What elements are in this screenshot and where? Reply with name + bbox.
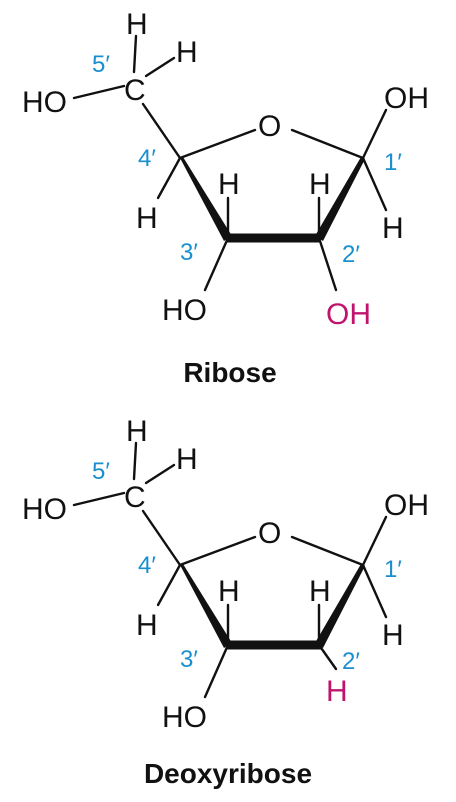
bond-c2-oh — [317, 236, 338, 292]
bond-c5-ho — [72, 84, 126, 100]
ribose-structure: H H C HO O OH H H H H HO OH 5′ 4′ 3′ 2′ … — [22, 8, 429, 388]
deoxyribose-c2-h-label: H — [309, 575, 331, 608]
bond-c2-h-bottom — [317, 643, 338, 671]
deoxyribose-c5-h-top-label: H — [126, 415, 148, 448]
deoxyribose-carbon-number-2: 2′ — [342, 648, 360, 675]
ribose-c5-h-right-label: H — [176, 36, 198, 69]
bond-c5-h-top — [132, 34, 138, 74]
bond-c3-oh — [203, 643, 230, 699]
bond-c4-h — [156, 156, 182, 200]
deoxyribose-c2-hydrogen-label: H — [326, 675, 348, 708]
ribose-c4-h-label: H — [136, 202, 158, 235]
bond-o-c1 — [290, 535, 365, 567]
deoxyribose-carbon-number-1: 1′ — [384, 556, 402, 583]
wedge-bond-c2-c1 — [315, 157, 365, 241]
deoxyribose-title: Deoxyribose — [144, 758, 312, 789]
deoxyribose-c5-carbon-label: C — [124, 481, 146, 514]
bond-c4-h — [156, 563, 182, 607]
bond-c5-c4 — [141, 509, 182, 567]
bond-c1-oh — [361, 515, 388, 567]
ribose-carbon-number-1: 1′ — [384, 149, 402, 176]
bond-c4-o — [178, 128, 257, 160]
ribose-carbon-number-4: 4′ — [138, 145, 156, 172]
deoxyribose-carbon-number-3: 3′ — [180, 646, 198, 673]
ribose-c2-h-label: H — [309, 168, 331, 201]
deoxyribose-carbon-number-4: 4′ — [138, 552, 156, 579]
deoxyribose-c5-h-right-label: H — [176, 443, 198, 476]
deoxyribose-ring-oxygen-label: O — [258, 517, 281, 550]
bond-c5-h-right — [144, 56, 176, 78]
ribose-carbon-number-3: 3′ — [180, 239, 198, 266]
wedge-bond-c4-c3 — [180, 157, 232, 241]
ribose-c5-hydroxyl-label: HO — [22, 86, 67, 119]
deoxyribose-c1-hydroxyl-label: OH — [384, 489, 429, 522]
bond-c1-h — [361, 156, 388, 212]
bond-o-c1 — [290, 128, 365, 160]
deoxyribose-structure: H H C HO O OH H H H H HO H 5′ 4′ 3′ 2′ 1… — [22, 415, 429, 789]
deoxyribose-c3-hydroxyl-label: HO — [162, 701, 207, 734]
ribose-c3-hydroxyl-label: HO — [162, 294, 207, 327]
bond-c1-h — [361, 563, 388, 619]
bond-c5-c4 — [141, 102, 182, 160]
ribose-ring-oxygen-label: O — [258, 110, 281, 143]
bond-c4-o — [178, 535, 257, 567]
ribose-c3-h-label: H — [218, 168, 240, 201]
bond-c3-oh — [203, 236, 230, 292]
ribose-c5-carbon-label: C — [124, 74, 146, 107]
bond-c1-oh — [361, 108, 388, 160]
deoxyribose-c5-hydroxyl-label: HO — [22, 493, 67, 526]
bond-c5-h-right — [144, 463, 176, 485]
ribose-c5-h-top-label: H — [126, 8, 148, 41]
wedge-bond-c2-c1 — [315, 564, 365, 648]
deoxyribose-c1-h-label: H — [382, 619, 404, 652]
ribose-carbon-number-5: 5′ — [92, 51, 110, 78]
deoxyribose-c3-h-label: H — [218, 575, 240, 608]
deoxyribose-carbon-number-5: 5′ — [92, 458, 110, 485]
deoxyribose-c4-h-label: H — [136, 609, 158, 642]
ribose-carbon-number-2: 2′ — [342, 241, 360, 268]
ribose-c1-h-label: H — [382, 212, 404, 245]
ribose-c1-hydroxyl-label: OH — [384, 82, 429, 115]
bond-c5-ho — [72, 491, 126, 507]
ribose-c2-hydroxyl-label: OH — [326, 298, 371, 331]
bond-c5-h-top — [132, 441, 138, 481]
ribose-title: Ribose — [183, 357, 276, 388]
wedge-bond-c4-c3 — [180, 564, 232, 648]
